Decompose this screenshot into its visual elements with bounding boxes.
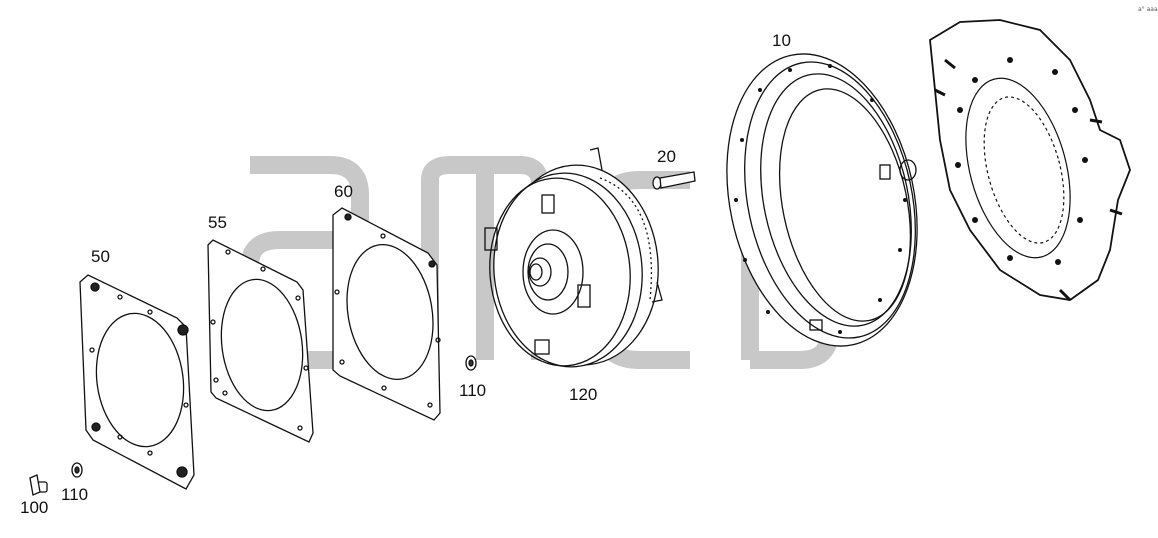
- label-100: 100: [20, 498, 48, 517]
- part-110-washer-a: [71, 462, 83, 478]
- label-110-b: 110: [459, 381, 486, 400]
- part-10-housing-ring: [726, 53, 918, 347]
- label-20: 20: [657, 147, 676, 166]
- label-10: 10: [772, 31, 791, 50]
- part-20-bolt: [652, 171, 696, 190]
- label-110-a: 110: [61, 485, 88, 504]
- callout-labels: 10 20 50 55 60 100 110 110 120: [20, 31, 791, 517]
- part-100-bolt: [29, 474, 48, 496]
- part-110-washer-b: [465, 355, 477, 371]
- part-60-gasket: [332, 207, 441, 421]
- part-120-torque-converter: [484, 147, 663, 368]
- label-120: 120: [569, 385, 597, 404]
- engine-housing: [929, 19, 1131, 302]
- part-55-gasket: [207, 239, 314, 443]
- label-50: 50: [91, 247, 110, 266]
- corner-mark: a° aaa: [1138, 6, 1158, 13]
- label-55: 55: [208, 213, 227, 232]
- label-60: 60: [334, 182, 353, 201]
- part-50-plate: [79, 274, 195, 490]
